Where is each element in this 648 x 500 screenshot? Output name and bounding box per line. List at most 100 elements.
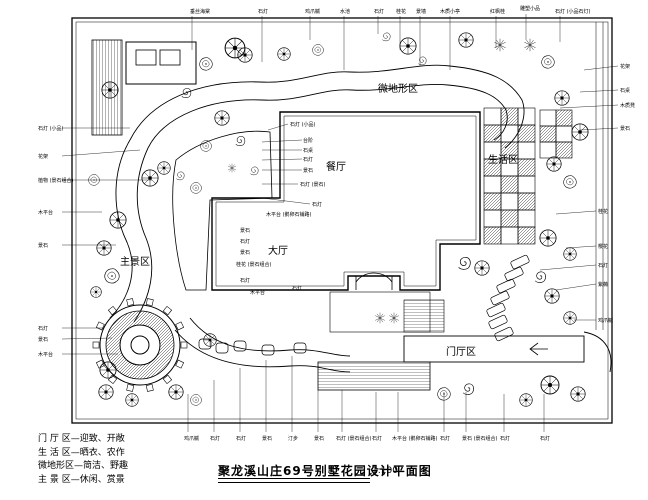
stepping-stone [510, 254, 530, 270]
callout-label: 木平台 (鹅卵石铺路) [392, 435, 438, 442]
entrance-door [355, 272, 393, 290]
callout-label: 鸡爪槭 [184, 435, 199, 442]
leader-line [555, 210, 597, 215]
paving-tile [555, 125, 573, 143]
callout-label: 石灯 [258, 8, 268, 15]
legend-entry-entrance: 门 厅 区—迎致、开敞 [38, 434, 125, 444]
callouts-right: 花架 石桌 木质凳 景石 桂花 樱花 石灯 紫薇 鸡爪槭 [598, 63, 635, 324]
paving-tile [483, 226, 502, 245]
callout-label: 木质小亭 [440, 8, 460, 15]
callout-label: 石灯 [210, 435, 220, 442]
plaza-seat [175, 359, 185, 369]
callout-label: 木平台 [38, 351, 53, 358]
stepping-stone [490, 290, 510, 306]
leader-line [267, 123, 289, 131]
callout-label: 石桌 [620, 87, 630, 94]
palm-plant [524, 38, 536, 52]
stepping-stone [215, 342, 229, 354]
shrub-plant [104, 268, 120, 284]
callout-label: 景石 (景石组合) [462, 435, 498, 442]
paving-tile [555, 109, 573, 127]
shrub-plant [199, 57, 213, 71]
tree-plant [96, 240, 112, 256]
callouts-top: 垂丝海棠 石灯 鸡爪槭 水池 石灯 桂花 景墙 木质小亭 红枫桂 雕塑小品 石灯… [190, 5, 591, 15]
callout-label: 鸡爪槭 [598, 317, 613, 324]
stepping-stone [486, 302, 506, 318]
callout-label: 石灯 [240, 238, 250, 245]
callout-label: 石灯 [374, 8, 384, 15]
callout-label: 花架 [620, 63, 630, 70]
callouts-inner: 石灯 (小品) 台阶 石桌 石灯 景石 石灯 (景石) 石灯 木平台 (鹅卵石铺… [236, 121, 326, 296]
garden-path-outer [129, 64, 525, 149]
callout-label: 木平台 [38, 209, 53, 216]
house-inner-line [215, 115, 477, 287]
spiral-plant [418, 56, 427, 66]
callout-label: 景石 [38, 242, 48, 249]
fence-right [595, 22, 604, 330]
callout-label: 汀步 [288, 435, 298, 442]
stepping-stone [488, 314, 508, 330]
callout-label: 石灯 [303, 156, 313, 163]
paving-tile [500, 107, 519, 126]
tree-plant [157, 161, 171, 175]
paving-tile [483, 192, 502, 211]
tree-plant [544, 288, 560, 304]
stepping-stone [198, 338, 212, 350]
callout-label: 石桌 [303, 147, 313, 154]
plaza-seat [92, 341, 100, 349]
stepping-stones-bottom [198, 338, 307, 356]
shrub-plant [312, 44, 324, 56]
stepping-stone [496, 278, 516, 294]
plaza-seat [126, 298, 135, 307]
circular-plaza [99, 304, 181, 386]
tree-plant [101, 81, 119, 99]
spiral-plant [458, 256, 471, 270]
shrub-plant [563, 175, 577, 189]
paving-tile [500, 175, 519, 194]
pergola-seat-1 [135, 49, 157, 66]
plaza-seat [180, 341, 188, 349]
stepping-stone [293, 342, 307, 354]
living-area-paving [483, 107, 573, 245]
tree-plant [554, 90, 570, 106]
callout-label: 石灯 [38, 325, 48, 332]
garden-path-left-inner [133, 147, 153, 323]
leader-line [261, 197, 311, 205]
leader-line [539, 264, 597, 271]
zone-label-entrance: 门厅区 [446, 345, 476, 358]
palm-plant [375, 312, 385, 324]
callout-label: 桂花 (景石组合) [236, 261, 272, 268]
leader-line [61, 337, 113, 340]
callouts-left: 石灯 (小品) 花架 植物 (景石组合) 木平台 景石 石灯 景石 木平台 [38, 125, 74, 358]
leader-line [261, 139, 303, 143]
plaza-seat [175, 321, 185, 331]
paving-tile [483, 124, 502, 143]
tree-plant [99, 361, 117, 379]
tree-plant [125, 393, 139, 407]
front-deck [403, 299, 445, 333]
tree-plant [563, 311, 577, 325]
garden-path-bottom-2 [189, 317, 351, 357]
paving-tile [517, 141, 536, 160]
callout-label: 景石 [262, 435, 272, 442]
drawing-scale: 1:100 [372, 466, 398, 476]
shrub-plant [190, 182, 202, 194]
plaza-seat [145, 383, 154, 392]
callout-label: 石灯 [240, 277, 250, 284]
plaza-seats [92, 298, 188, 392]
spiral-plant [534, 271, 546, 283]
tree-plant [214, 110, 230, 126]
tree-plant [203, 333, 217, 347]
tree-plant [474, 260, 490, 276]
drawing-title: 聚龙溪山庄69号别墅花园设计平面图 [218, 464, 432, 478]
callout-label: 景石 [240, 227, 250, 234]
spiral-plant [250, 166, 259, 176]
plaza-seat [162, 305, 173, 316]
callout-label: 石灯 [236, 435, 246, 442]
leader-line [565, 245, 597, 249]
leader-line [559, 104, 619, 109]
entrance-driveway [403, 335, 585, 363]
tree-plant [277, 47, 291, 61]
paving-tile [483, 175, 502, 194]
